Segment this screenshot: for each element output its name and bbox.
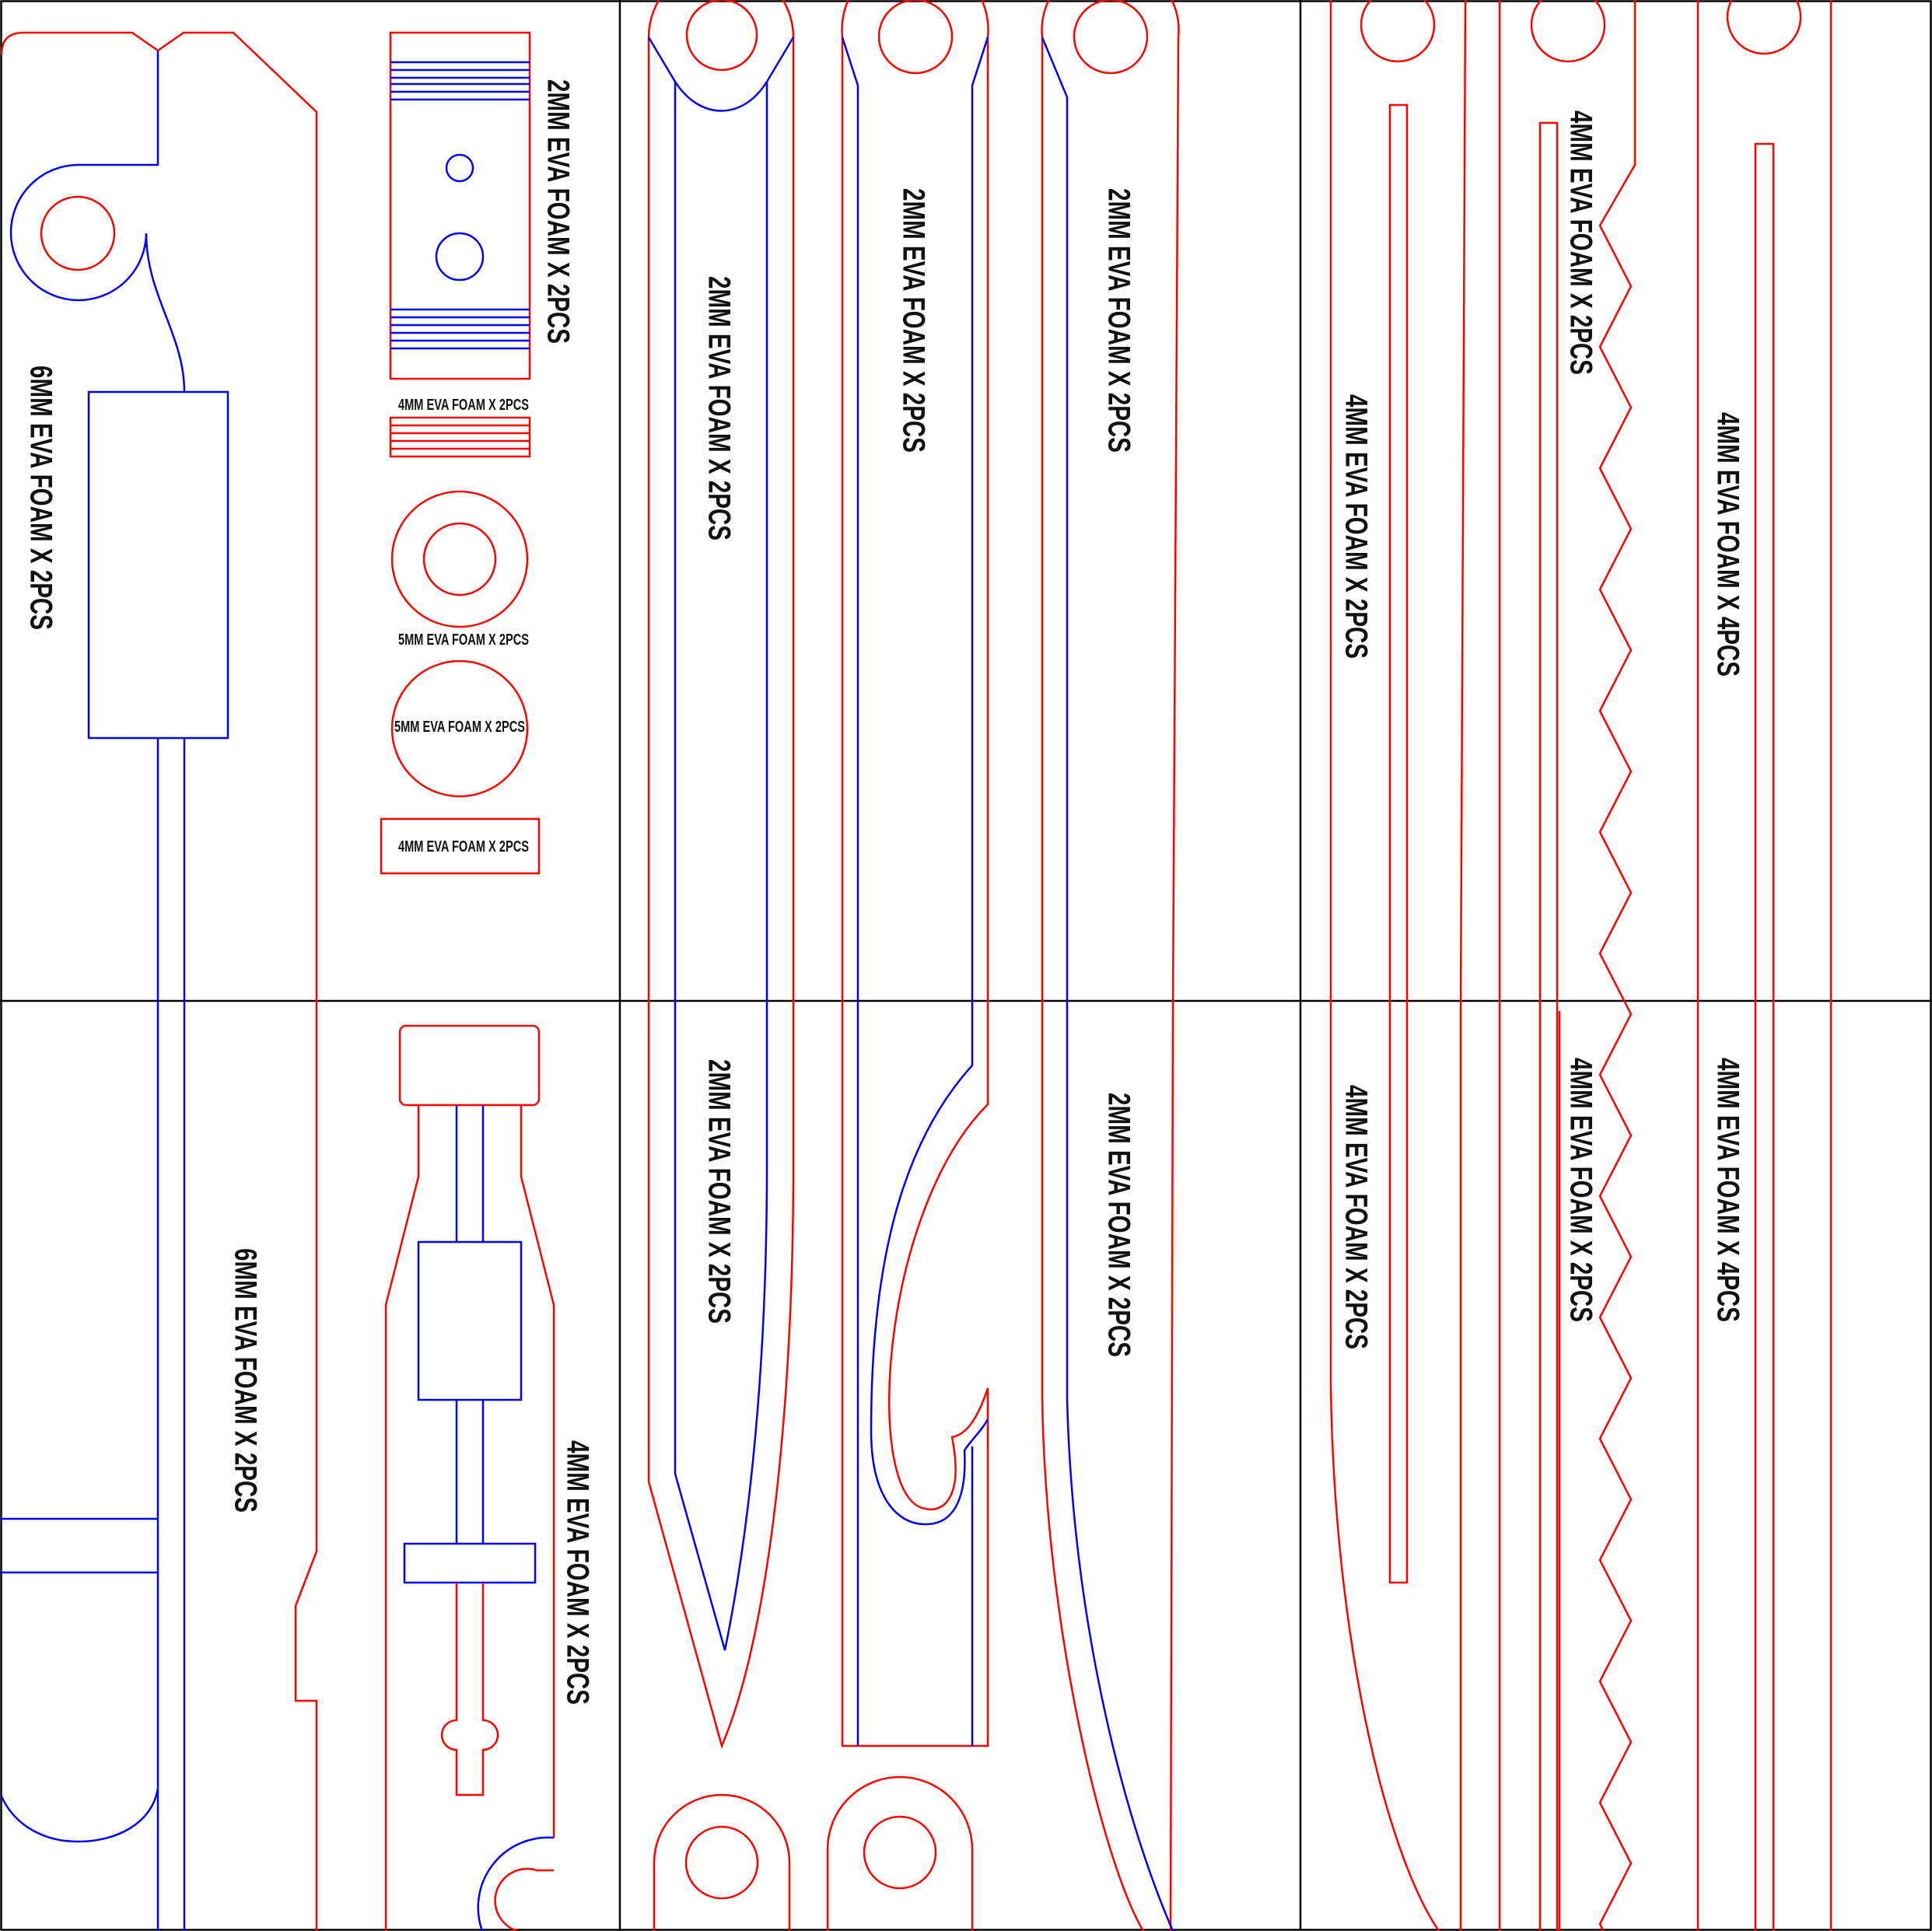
label-4mm-arm-e-bottom: 4MM EVA FOAM X 2PCS (1563, 1058, 1598, 1322)
blade-piece-b (841, 0, 989, 1747)
label-4mm-block: 4MM EVA FOAM X 2PCS (398, 838, 529, 855)
block-piece (380, 817, 541, 875)
label-6mm-handle: 6MM EVA FOAM X 2PCS (23, 366, 58, 630)
handle-piece (0, 31, 318, 1931)
label-4mm-arm-f-bottom: 4MM EVA FOAM X 4PCS (1710, 1058, 1745, 1322)
label-2mm-blade-a-bottom: 2MM EVA FOAM X 2PCS (702, 1059, 736, 1324)
label-4mm-arm-e-top: 4MM EVA FOAM X 2PCS (1563, 110, 1598, 375)
label-4mm-hilt: 4MM EVA FOAM X 2PCS (560, 1440, 594, 1705)
pivot-pieces (653, 1775, 974, 1931)
label-4mm-arm-d-top: 4MM EVA FOAM X 2PCS (1339, 394, 1373, 659)
strap-piece (389, 31, 531, 380)
band-piece (389, 416, 531, 458)
disc-piece (390, 659, 529, 798)
labels: 6MM EVA FOAM X 2PCS 2MM EVA FOAM X 2PCS … (23, 79, 1745, 1705)
label-2mm-strap: 2MM EVA FOAM X 2PCS (541, 79, 575, 344)
label-4mm-arm-d-bottom: 4MM EVA FOAM X 2PCS (1339, 1085, 1373, 1349)
label-4mm-band: 4MM EVA FOAM X 2PCS (398, 397, 529, 414)
blade-piece-c (1041, 0, 1180, 1931)
label-2mm-blade-c-bottom: 2MM EVA FOAM X 2PCS (1101, 1093, 1136, 1357)
label-2mm-blade-c-top: 2MM EVA FOAM X 2PCS (1101, 188, 1136, 453)
label-2mm-blade-a-top: 2MM EVA FOAM X 2PCS (702, 276, 736, 540)
hilt-piece (384, 1024, 555, 1931)
label-4mm-arm-f-top: 4MM EVA FOAM X 4PCS (1710, 412, 1745, 677)
arm-piece-d (1329, 0, 1467, 1931)
label-5mm-ring: 5MM EVA FOAM X 2PCS (398, 631, 529, 649)
arm-piece-f (1696, 0, 1832, 1931)
blade-piece-a (647, 0, 795, 1749)
arm-piece-e (1498, 0, 1636, 1931)
label-2mm-blade-b: 2MM EVA FOAM X 2PCS (896, 188, 930, 453)
label-6mm-handle-bottom: 6MM EVA FOAM X 2PCS (228, 1248, 262, 1513)
ring-piece (390, 490, 529, 628)
label-5mm-disc: 5MM EVA FOAM X 2PCS (394, 719, 525, 736)
